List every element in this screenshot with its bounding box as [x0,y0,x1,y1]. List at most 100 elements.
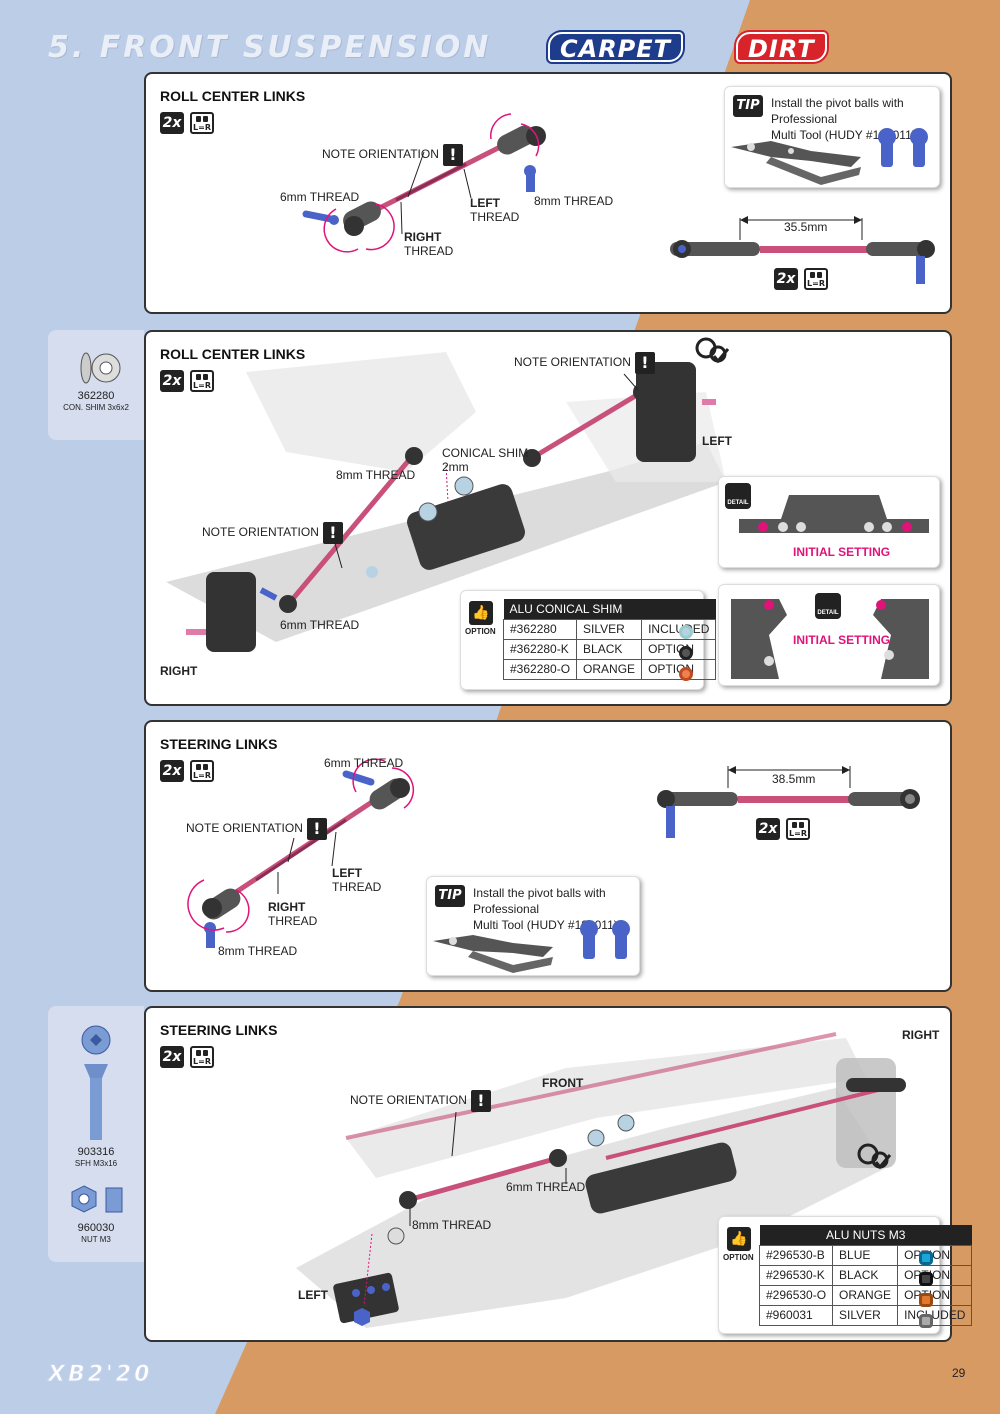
detail-box-initial-setting-2: DETAIL INITIAL SETTING [718,584,940,686]
note-orientation-label: NOTE ORIENTATION! [350,1090,491,1112]
quantity-indicator: 2x L=R [160,112,214,134]
wrench-check-icon [695,337,730,364]
dirt-badge: DIRT [736,32,827,63]
front-label: FRONT [542,1076,584,1090]
left-label: LEFT [298,1288,329,1302]
note-orientation-mid-label: NOTE ORIENTATION! [202,522,343,544]
detail-icon: DETAIL [815,593,841,619]
roll-center-block-detail [739,495,929,533]
black-nut-swatch [919,1272,933,1286]
option-table-header: ALU NUTS M3 [759,1225,972,1245]
wrench-check-icon [857,1143,892,1170]
thread-8mm-label: 8mm THREAD [534,194,614,208]
option-box-conical-shim: 👍 OPTION ALU CONICAL SHIM #362280SILVERI… [460,590,717,690]
section-title: 5. FRONT SUSPENSION [48,30,492,65]
lr-equal-icon: L=R [190,760,214,782]
option-tag: OPTION [465,627,496,636]
step-title: STEERING LINKS [160,736,278,752]
step-steering-links-2: STEERING LINKS 2x L=R RIGHT FRONT LEFT N… [144,1006,973,1342]
quantity-indicator: 2x L=R [160,1046,214,1068]
note-orientation-label: NOTE ORIENTATION! [186,818,327,840]
thread-8mm-label: 8mm THREAD [336,468,416,482]
hub-carrier-detail [731,599,929,679]
quantity-indicator: 2x L=R [160,370,214,392]
thread-6mm-label: 6mm THREAD [280,618,360,632]
note-orientation-label: NOTE ORIENTATION! [322,144,463,166]
option-tag: OPTION [723,1253,754,1262]
black-shim-swatch [679,646,693,660]
assembled-steering-link-drawing [657,766,920,838]
warning-icon: ! [306,818,327,840]
assembled-link-drawing [670,216,935,284]
orange-nut-swatch [919,1293,933,1307]
warning-icon: ! [634,352,655,374]
lr-equal-icon: L=R [190,1046,214,1068]
qty-badge: 2x [756,818,780,840]
blue-nut-swatch [919,1251,933,1265]
thread-6mm-label: 6mm THREAD [280,190,360,204]
steering-link-exploded-drawing [187,758,415,948]
quantity-indicator-2: 2x L=R [774,268,828,290]
silver-shim-swatch [679,625,693,639]
warning-icon: ! [470,1090,491,1112]
carpet-badge: CARPET [548,32,684,63]
left-label: LEFT [702,434,733,448]
option-table-header: ALU CONICAL SHIM [503,599,716,619]
warning-icon: ! [442,144,463,166]
multi-tool-image [731,128,928,185]
tip-box: TIP Install the pivot balls with Profess… [724,86,940,188]
multi-tool-image [433,920,630,973]
qty-badge: 2x [774,268,798,290]
initial-setting-label: INITIAL SETTING [793,545,891,559]
right-label: RIGHT [902,1028,940,1042]
quantity-indicator-2: 2x L=R [756,818,810,840]
step-roll-center-links-2: ROLL CENTER LINKS 2x L=R NOTE ORIENTATIO… [144,330,952,706]
thumbs-up-icon: 👍 [469,601,493,625]
tip-tag: TIP [733,95,763,117]
chassis-roll-center-drawing [166,352,726,652]
thread-8mm-label: 8mm THREAD [412,1218,492,1232]
detail-box-initial-setting-1: DETAIL INITIAL SETTING [718,476,940,568]
page-number: 29 [952,1366,966,1380]
detail-icon: DETAIL [725,483,751,509]
option-table: ALU CONICAL SHIM #362280SILVERINCLUDED #… [502,599,717,680]
product-logo: XB2'20 [47,1362,153,1388]
option-table: ALU NUTS M3 #296530-BBLUEOPTION #296530-… [758,1225,973,1326]
tip-tag: TIP [435,885,465,907]
lr-equal-icon: L=R [190,112,214,134]
conical-shim-icon [80,352,121,384]
note-orientation-top-label: NOTE ORIENTATION! [514,352,655,374]
tip-box: TIP Install the pivot balls with Profess… [426,876,640,976]
thread-8mm-label: 8mm THREAD [218,944,298,958]
table-row: #296530-BBLUEOPTION [758,1244,973,1266]
step-steering-links-1: STEERING LINKS 2x L=R 6mm THREAD 8mm THR… [144,720,952,992]
table-row: #362280SILVERINCLUDED [502,618,717,640]
qty-badge: 2x [160,1046,184,1068]
qty-badge: 2x [160,760,184,782]
thumbs-up-icon: 👍 [727,1227,751,1251]
initial-setting-label: INITIAL SETTING [793,633,891,647]
qty-badge: 2x [160,370,184,392]
step-title: STEERING LINKS [160,1022,278,1038]
silver-nut-swatch [919,1314,933,1328]
thread-6mm-label: 6mm THREAD [324,756,404,770]
measurement-label: 35.5mm [784,220,828,234]
lr-equal-icon: L=R [804,268,828,290]
nut-icon [71,1185,123,1213]
countersunk-screw-icon [81,1025,111,1140]
roll-center-link-exploded-drawing [302,113,546,253]
